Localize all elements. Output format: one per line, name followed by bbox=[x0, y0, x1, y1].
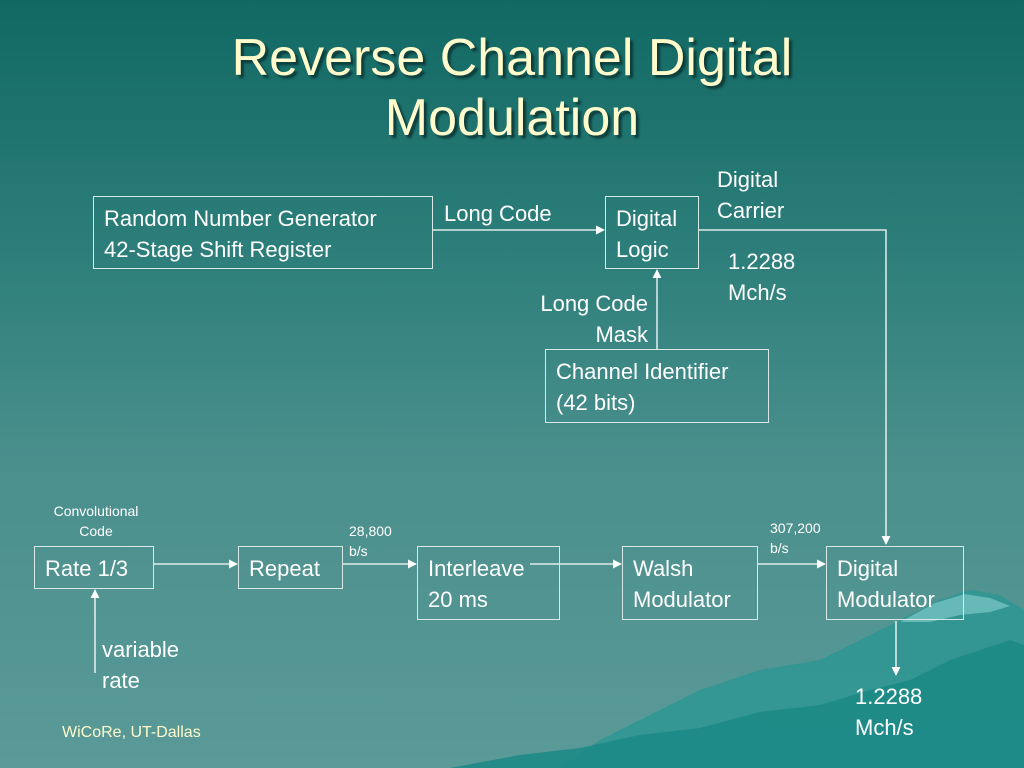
block-interleave-line2: 20 ms bbox=[428, 587, 488, 612]
label-rate-307200-line2: b/s bbox=[770, 540, 789, 556]
block-digital-modulator-line2: Modulator bbox=[837, 587, 935, 612]
label-rate-28800: 28,800 b/s bbox=[349, 521, 392, 561]
label-chip-rate-bottom-line2: Mch/s bbox=[855, 715, 914, 740]
block-interleave: Interleave 20 ms bbox=[417, 546, 560, 620]
slide-title-line1: Reverse Channel Digital bbox=[231, 29, 793, 87]
block-digital-logic: Digital Logic bbox=[605, 196, 699, 269]
block-digital-logic-line2: Logic bbox=[616, 237, 669, 262]
block-rate-one-third: Rate 1/3 bbox=[34, 546, 154, 589]
label-long-code: Long Code bbox=[444, 201, 552, 226]
label-long-code-mask-line2: Mask bbox=[595, 322, 648, 347]
block-digital-modulator: Digital Modulator bbox=[826, 546, 964, 620]
slide-title-line2: Modulation bbox=[384, 89, 640, 147]
block-walsh-modulator: Walsh Modulator bbox=[622, 546, 758, 620]
label-chip-rate-top-line1: 1.2288 bbox=[728, 249, 796, 274]
mountain-front bbox=[450, 640, 1024, 768]
block-digital-logic-line1: Digital bbox=[616, 206, 678, 231]
mountain-snow bbox=[900, 594, 1010, 622]
slide-title: Reverse Channel Digital Modulation bbox=[0, 28, 1024, 148]
label-variable-rate-line1: variable bbox=[102, 637, 180, 662]
label-rate-307200-line1: 307,200 bbox=[770, 520, 821, 536]
label-rate-307200: 307,200 b/s bbox=[770, 518, 821, 558]
label-convolutional-code-line2: Code bbox=[79, 523, 113, 539]
block-rng-line1: Random Number Generator bbox=[104, 206, 377, 231]
label-rate-28800-line2: b/s bbox=[349, 543, 368, 559]
block-rate-line1: Rate 1/3 bbox=[45, 556, 129, 581]
label-variable-rate: variable rate bbox=[102, 634, 179, 696]
label-chip-rate-bottom-line1: 1.2288 bbox=[855, 684, 923, 709]
label-convolutional-code-line1: Convolutional bbox=[53, 503, 139, 519]
label-digital-carrier-line2: Carrier bbox=[717, 198, 785, 223]
block-interleave-line1: Interleave bbox=[428, 556, 525, 581]
block-channel-identifier: Channel Identifier (42 bits) bbox=[545, 349, 769, 423]
label-convolutional-code: Convolutional Code bbox=[36, 501, 156, 541]
label-chip-rate-top-line2: Mch/s bbox=[728, 280, 787, 305]
slide-footer: WiCoRe, UT-Dallas bbox=[62, 724, 201, 741]
arrow-logic-to-modulator bbox=[699, 229, 891, 545]
label-variable-rate-line2: rate bbox=[102, 668, 140, 693]
block-repeat-line1: Repeat bbox=[249, 556, 320, 581]
block-rng-line2: 42-Stage Shift Register bbox=[104, 237, 332, 262]
block-walsh-line2: Modulator bbox=[633, 587, 731, 612]
label-chip-rate-top: 1.2288 Mch/s bbox=[728, 246, 795, 308]
label-digital-carrier-line1: Digital bbox=[717, 167, 779, 192]
label-chip-rate-bottom: 1.2288 Mch/s bbox=[855, 681, 922, 743]
block-random-number-generator: Random Number Generator 42-Stage Shift R… bbox=[93, 196, 433, 269]
label-long-code-mask: Long Code Mask bbox=[522, 288, 648, 350]
label-long-code-mask-line1: Long Code bbox=[540, 291, 648, 316]
label-digital-carrier: Digital Carrier bbox=[717, 164, 784, 226]
block-walsh-line1: Walsh bbox=[633, 556, 694, 581]
block-digital-modulator-line1: Digital bbox=[837, 556, 899, 581]
label-rate-28800-line1: 28,800 bbox=[349, 523, 392, 539]
block-channel-identifier-line1: Channel Identifier bbox=[556, 359, 729, 384]
block-channel-identifier-line2: (42 bits) bbox=[556, 390, 636, 415]
block-repeat: Repeat bbox=[238, 546, 343, 589]
